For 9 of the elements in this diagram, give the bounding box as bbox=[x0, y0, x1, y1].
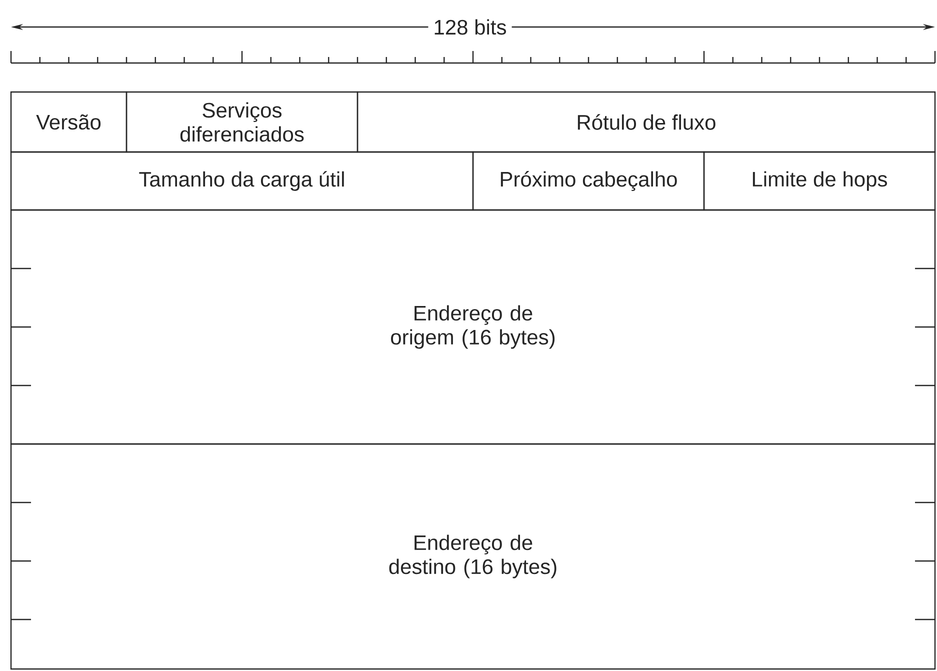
address-field: Endereço de origem (16 bytes) bbox=[10, 209, 936, 445]
dimension-label: 128 bits bbox=[428, 17, 512, 37]
header-field: Rótulo de fluxo bbox=[356, 91, 936, 153]
header-field: Tamanho da carga útil bbox=[10, 151, 474, 211]
header-field: Serviços diferenciados bbox=[126, 91, 358, 153]
header-field: Limite de hops bbox=[703, 151, 936, 211]
header-field: Versão bbox=[10, 91, 128, 153]
header-field: Próximo cabeçalho bbox=[472, 151, 705, 211]
address-field: Endereço de destino (16 bytes) bbox=[10, 443, 936, 670]
